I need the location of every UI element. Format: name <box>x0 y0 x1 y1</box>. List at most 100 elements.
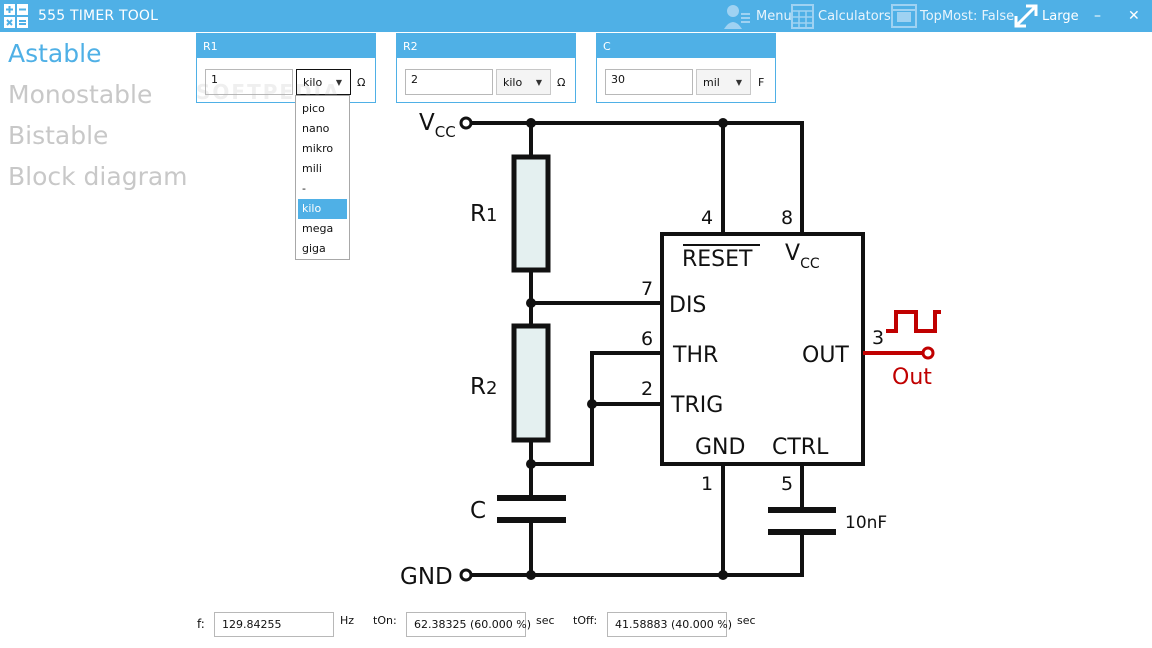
r2-title: R2 <box>397 34 575 58</box>
vcc-label-main: V <box>419 110 435 136</box>
calculators-button[interactable]: Calculators <box>790 0 891 32</box>
square-wave-icon <box>886 310 941 333</box>
capacitor-c <box>497 495 566 523</box>
vcc-terminal <box>459 116 473 130</box>
r2-label: R2 <box>470 374 497 400</box>
calculators-label: Calculators <box>818 8 891 24</box>
chevron-down-icon: ▼ <box>535 78 542 87</box>
unit-option-nano[interactable]: nano <box>302 122 330 135</box>
nav-item-monostable[interactable]: Monostable <box>8 80 153 109</box>
menu-button[interactable]: Menu <box>722 0 792 32</box>
ton-label: tOn: <box>373 614 397 627</box>
c-panel: C 30 mil ▼ F <box>596 33 776 103</box>
frequency-unit: Hz <box>340 614 355 627</box>
size-label: Large <box>1042 8 1079 24</box>
pin-2-number: 2 <box>641 378 653 400</box>
c-unit-select[interactable]: mil ▼ <box>696 69 751 95</box>
minimize-button[interactable]: – <box>1094 0 1101 32</box>
nav-item-bistable[interactable]: Bistable <box>8 121 109 150</box>
unit-option-giga[interactable]: giga <box>302 242 326 255</box>
gnd-terminal <box>459 568 473 582</box>
unit-dropdown-list: pico nano mikro mili - kilo mega giga <box>295 95 350 260</box>
pin-1-number: 1 <box>701 473 713 495</box>
r2-unit-select[interactable]: kilo ▼ <box>496 69 551 95</box>
r1-label: R1 <box>470 201 497 227</box>
pin-7-number: 7 <box>641 278 653 300</box>
ic-555-chip <box>660 232 865 466</box>
toff-label: tOff: <box>573 614 598 627</box>
chip-thr-label: THR <box>672 343 718 368</box>
pin-6-number: 6 <box>641 328 653 350</box>
ctrl-capacitor-value: 10nF <box>845 513 887 533</box>
c-unit: F <box>758 76 765 89</box>
chip-trig-label: TRIG <box>670 393 723 418</box>
unit-option-mega[interactable]: mega <box>302 222 334 235</box>
minimize-icon: – <box>1094 8 1101 24</box>
capacitor-label: C <box>470 498 486 524</box>
r1-label-main: R <box>470 201 486 227</box>
c-value-input[interactable]: 30 <box>605 69 693 95</box>
r1-unit: Ω <box>357 76 366 89</box>
ton-output[interactable]: 62.38325 (60.000 %) <box>406 612 531 637</box>
vcc-label-sub: CC <box>435 123 456 141</box>
r2-panel: R2 2 kilo ▼ Ω <box>396 33 576 103</box>
nav-item-astable[interactable]: Astable <box>8 39 102 68</box>
unit-option-pico[interactable]: pico <box>302 102 325 115</box>
calculator-grid-icon <box>791 4 814 29</box>
r2-label-main: R <box>470 374 486 400</box>
astable-circuit-diagram: VCC GND R1 R2 C 10nF Out 4 8 7 6 2 3 1 5… <box>400 110 941 590</box>
r1-unit-select[interactable]: kilo ▼ <box>296 69 351 95</box>
output-label: Out <box>892 365 932 390</box>
frequency-label: f: <box>197 617 205 631</box>
chip-vcc-label: VCC <box>785 241 820 272</box>
nav-item-block-diagram[interactable]: Block diagram <box>8 162 188 191</box>
user-menu-icon <box>724 5 750 29</box>
chevron-down-icon: ▼ <box>735 78 742 87</box>
chevron-down-icon: ▼ <box>335 78 342 87</box>
frequency-output[interactable]: 129.84255 <box>214 612 334 637</box>
r2-unit: Ω <box>557 76 566 89</box>
junction-dots <box>526 118 728 580</box>
topmost-button[interactable]: TopMost: False <box>890 0 1014 32</box>
pin-8-number: 8 <box>781 207 793 229</box>
window-topmost-icon <box>891 4 917 28</box>
size-button[interactable]: Large <box>1012 0 1079 32</box>
r1-panel: R1 1 kilo ▼ Ω <box>196 33 376 103</box>
unit-option-mili[interactable]: mili <box>302 162 322 175</box>
pin-3-number: 3 <box>872 327 884 349</box>
vcc-label: VCC <box>419 110 456 141</box>
chip-out-label: OUT <box>802 343 849 368</box>
output-terminal <box>921 346 935 360</box>
topmost-label: TopMost: False <box>920 8 1015 24</box>
resistor-r1 <box>511 154 551 273</box>
r1-label-sub: 1 <box>486 205 497 226</box>
capacitor-ctrl <box>768 507 836 535</box>
c-unit-prefix: mil <box>703 76 720 89</box>
r1-value-input[interactable]: 1 <box>205 69 293 95</box>
r2-unit-prefix: kilo <box>503 76 523 89</box>
r1-unit-prefix: kilo <box>303 76 323 89</box>
ton-unit: sec <box>536 614 555 627</box>
chip-gnd-label: GND <box>695 435 745 460</box>
unit-option-none[interactable]: - <box>302 182 306 195</box>
title-bar: 555 TIMER TOOL Menu Calculators TopMost: <box>0 0 1152 32</box>
calculator-app-icon <box>4 4 28 28</box>
toff-unit: sec <box>737 614 756 627</box>
chip-ctrl-label: CTRL <box>772 435 829 460</box>
expand-arrow-icon <box>1014 4 1038 28</box>
menu-label: Menu <box>756 8 792 24</box>
unit-option-kilo[interactable]: kilo <box>298 199 347 219</box>
close-button[interactable]: ✕ <box>1128 0 1140 32</box>
pin-4-number: 4 <box>701 207 713 229</box>
unit-option-mikro[interactable]: mikro <box>302 142 334 155</box>
toff-output[interactable]: 41.58883 (40.000 %) <box>607 612 732 637</box>
resistor-r2 <box>511 323 551 443</box>
r2-label-sub: 2 <box>486 378 497 399</box>
r2-value-input[interactable]: 2 <box>405 69 493 95</box>
chip-vcc-sub: CC <box>800 256 820 272</box>
pin-5-number: 5 <box>781 473 793 495</box>
window-title: 555 TIMER TOOL <box>38 8 159 24</box>
chip-dis-label: DIS <box>669 293 706 318</box>
gnd-label: GND <box>400 564 453 590</box>
